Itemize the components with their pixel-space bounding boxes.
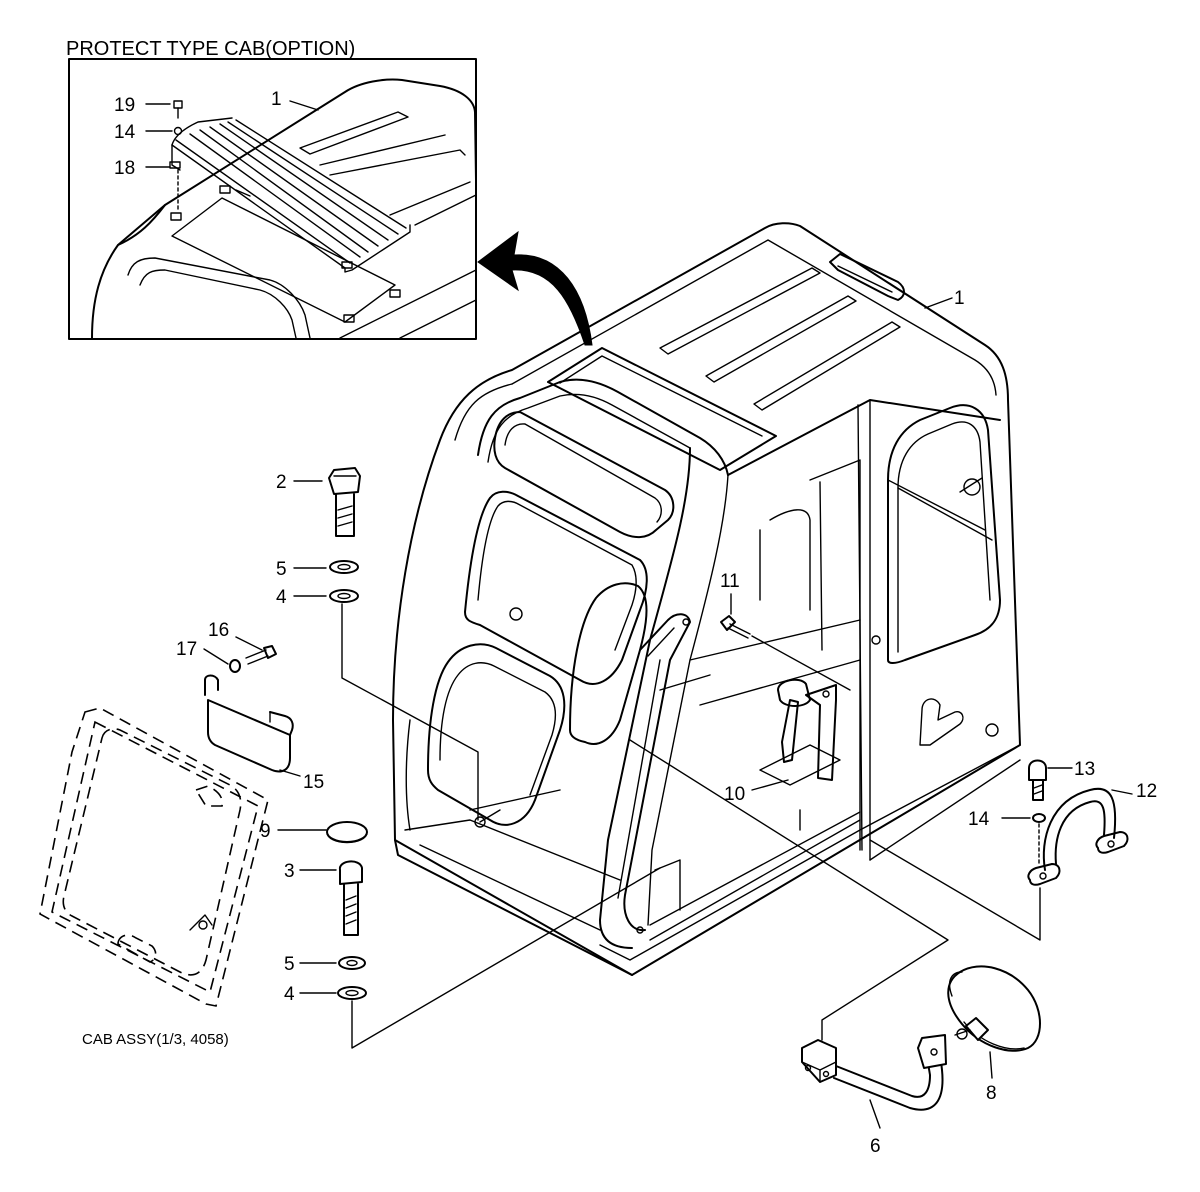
washer-17 [229,659,241,673]
callout-bolt-3: 3 [284,861,295,882]
mirror-8 [947,965,1041,1052]
leader-washer-4b-path [351,867,661,1049]
washer-4-lower [337,986,367,1000]
callout-cap-9: 9 [260,821,271,842]
window-caption: CAB ASSY(1/3, 4058) [82,1031,229,1048]
callout-spring-washer-5b: 5 [284,954,295,975]
callout-bolt-16: 16 [208,620,229,641]
callout-washer-4a: 4 [276,587,287,608]
callout-inset-18: 18 [114,158,135,179]
washer-4-upper [329,589,359,603]
callout-handle-15: 15 [303,772,324,793]
washer-14 [1032,813,1046,823]
inset-top-guard [169,117,411,273]
bolt-2 [328,467,361,537]
callout-leaders [203,297,1133,1129]
inset-title: PROTECT TYPE CAB(OPTION) [66,38,355,60]
callout-handrail-12: 12 [1136,781,1157,802]
callout-stay-6: 6 [870,1136,881,1157]
inset-pointer-arrow [477,230,593,346]
inset-bolt-19 [173,100,183,119]
callout-washer-14: 14 [968,809,990,830]
handrail-12 [1027,787,1129,886]
mirror-stay-6 [801,1034,947,1111]
callout-bolt-2: 2 [276,472,287,493]
handle-15 [204,674,294,773]
leader-handrail-path [869,839,1041,941]
callout-mirror-8: 8 [986,1083,997,1104]
bolt-16 [245,645,277,665]
callout-washer-4b: 4 [284,984,295,1005]
bolt-11 [720,615,851,691]
callout-washer-17: 17 [176,639,197,660]
callout-bolt-11: 11 [720,571,740,592]
inset-frame [68,58,477,340]
callout-inset-14: 14 [114,122,136,143]
bolt-13 [1028,759,1047,801]
callout-lever-10: 10 [724,784,745,805]
leader-washer-4-path [341,603,479,821]
callout-inset-19: 19 [114,95,135,116]
inset-panel: PROTECT TYPE CAB(OPTION) [66,38,477,340]
callout-spring-washer-5a: 5 [276,559,287,580]
callout-bolt-13: 13 [1074,759,1095,780]
bolt-3 [338,860,363,936]
cap-9 [326,821,368,844]
inset-cab-roof [91,78,477,339]
callout-cab-1: 1 [954,288,965,309]
spring-washer-5-upper [329,560,359,574]
leader-stay-path [629,739,949,1041]
lever-assembly-10 [759,678,841,786]
cab-window-assembly [39,707,269,1007]
spring-washer-5-lower [338,956,366,970]
cab-body [392,222,1021,976]
inset-washer-14 [173,126,183,136]
callout-inset-1: 1 [271,89,282,110]
